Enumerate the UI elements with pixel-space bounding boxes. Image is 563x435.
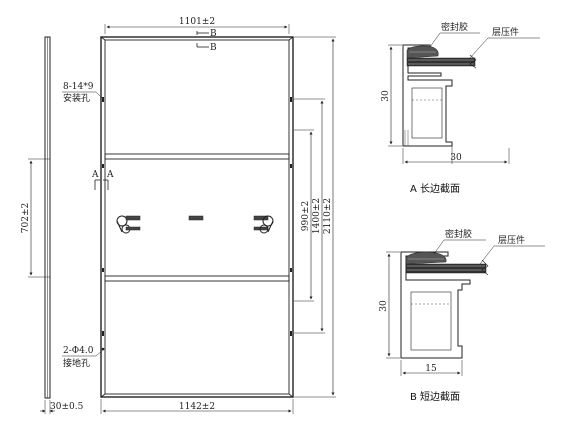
mount-hole-name: 安装孔	[63, 92, 90, 104]
panel-frame	[100, 36, 294, 398]
section-a-sealant-label: 密封胶	[441, 21, 468, 33]
section-b-caption: B 短边截面	[410, 390, 460, 403]
section-b-laminate-label: 层压件	[498, 234, 525, 246]
dim-bottom: 1142±2	[100, 399, 294, 414]
dim-left-mount-text: 702±2	[21, 203, 31, 233]
junction-box-left	[116, 215, 141, 234]
side-profile	[44, 36, 51, 399]
dim-1400-text: 1400±2	[312, 198, 322, 234]
section-a-width-text: 30	[450, 153, 462, 163]
dim-2110-text: 2110±2	[323, 198, 333, 234]
junction-box-center	[188, 215, 204, 221]
callout-ground-holes: 2-Φ4.0 接地孔	[62, 346, 105, 369]
section-a-dim-height: 30	[381, 44, 402, 147]
junction-box-right	[253, 215, 274, 234]
dim-bottom-text: 1142±2	[179, 402, 215, 412]
section-a-marker: A A	[91, 170, 114, 190]
callout-mount-holes: 8-14*9 安装孔	[62, 82, 104, 104]
section-b-dim-width: 15	[400, 360, 463, 376]
ground-hole-spec: 2-Φ4.0	[63, 346, 94, 356]
section-a-label-left: A	[91, 170, 99, 180]
section-b-label-bottom: B	[210, 43, 217, 53]
section-a-caption: A 长边截面	[410, 182, 460, 195]
ground-hole-name: 接地孔	[63, 357, 90, 369]
mount-hole-spec: 8-14*9	[63, 82, 94, 92]
section-b-marker: B B	[196, 29, 217, 53]
section-a-callouts: 密封胶 层压件	[429, 21, 540, 59]
section-a-label-right: A	[106, 170, 114, 180]
dim-frame-thickness: 30±0.5	[40, 400, 84, 414]
dim-frame-text: 30±0.5	[50, 402, 84, 412]
section-b-height-text: 30	[379, 300, 389, 312]
dim-right-2110: 2110±2	[294, 36, 336, 398]
section-a-laminate-label: 层压件	[492, 26, 519, 38]
dim-top-text: 1101±2	[179, 17, 215, 27]
dim-right-1400: 1400±2	[294, 98, 325, 334]
section-b-dim-height: 30	[379, 251, 400, 359]
section-b-label-top: B	[210, 29, 217, 39]
dim-990-text: 990±2	[301, 201, 311, 231]
section-a-profile	[402, 44, 477, 147]
dim-left-mount: 702±2	[21, 158, 50, 278]
section-b-profile	[400, 251, 489, 359]
section-a-dim-width: 30	[402, 146, 510, 164]
section-b-sealant-label: 密封胶	[445, 228, 472, 240]
section-b-width-text: 15	[425, 364, 437, 374]
mounting-holes	[102, 97, 292, 336]
section-a-height-text: 30	[381, 90, 391, 102]
dim-top: 1101±2	[104, 17, 290, 34]
dim-right-990: 990±2	[294, 129, 314, 302]
section-b-callouts: 密封胶 层压件	[433, 228, 545, 265]
